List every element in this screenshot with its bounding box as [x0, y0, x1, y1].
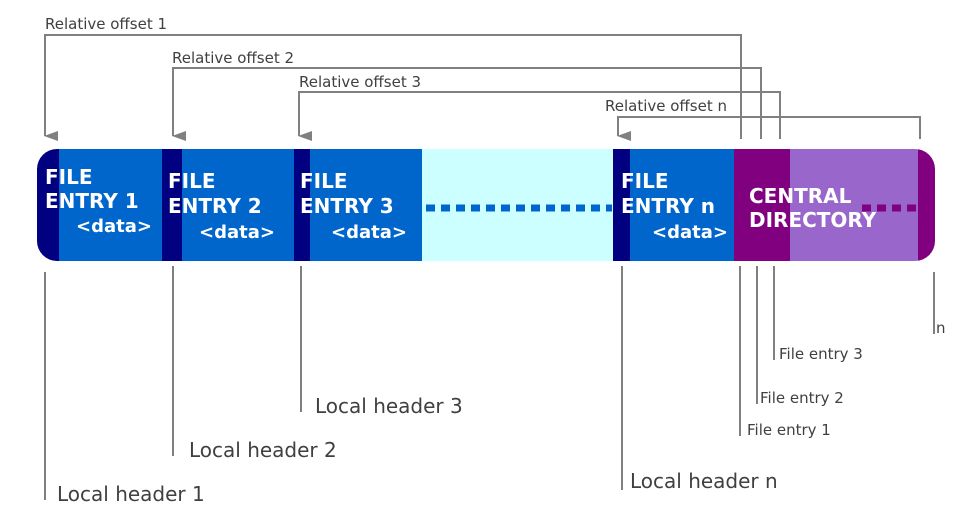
file-entry-1-title-line2: ENTRY 1 [45, 189, 139, 213]
file-entry-2-title-line1: FILE [168, 169, 216, 193]
file-data-3 [310, 149, 422, 261]
file-entry-1-data: <data> [76, 216, 152, 237]
file-data-2 [182, 149, 294, 261]
cd-file-entry-n-label: n [936, 319, 946, 337]
local-header-1-label: Local header 1 [57, 482, 205, 506]
file-entry-n-data: <data> [652, 222, 728, 243]
relative-offset-1-label: Relative offset 1 [45, 15, 167, 33]
local-header-n-label: Local header n [630, 469, 778, 493]
file-entry-3-data: <data> [331, 222, 407, 243]
file-entry-3-title-line1: FILE [300, 169, 348, 193]
relative-offset-n-label: Relative offset n [605, 97, 727, 115]
central-directory-start [734, 149, 790, 261]
relative-offset-3-arrow [298, 91, 781, 141]
cd-file-entry-1-label: File entry 1 [747, 421, 831, 439]
cd-file-entry-3-label: File entry 3 [779, 345, 863, 363]
local-header-n [613, 149, 630, 261]
local-header-3-label: Local header 3 [315, 394, 463, 418]
local-header-3 [294, 149, 310, 261]
relative-offset-arrows [44, 34, 921, 141]
relative-offset-n-arrow [617, 116, 921, 141]
central-directory-leaders [739, 266, 935, 436]
file-data-1 [59, 149, 162, 261]
relative-offset-3-label: Relative offset 3 [299, 73, 421, 91]
file-data-n [630, 149, 734, 261]
file-entry-n-title-line2: ENTRY n [621, 194, 715, 218]
cd-file-entry-2-label: File entry 2 [760, 389, 844, 407]
relative-offset-2-arrow [172, 67, 762, 141]
central-directory-end [918, 149, 935, 261]
file-entry-3-title-line2: ENTRY 3 [300, 194, 394, 218]
central-directory-title-line2: DIRECTORY [749, 208, 877, 232]
relative-offset-2-label: Relative offset 2 [172, 49, 294, 67]
local-header-2-label: Local header 2 [189, 438, 337, 462]
file-entry-2-data: <data> [199, 222, 275, 243]
file-entry-n-title-line1: FILE [621, 169, 669, 193]
central-directory-title-line1: CENTRAL [749, 184, 852, 208]
local-header-2 [162, 149, 182, 261]
local-header-1 [37, 149, 59, 261]
relative-offset-1-arrow [44, 34, 742, 141]
file-entry-1-title-line1: FILE [45, 165, 93, 189]
file-entry-2-title-line2: ENTRY 2 [168, 194, 262, 218]
local-header-leaders [44, 266, 623, 500]
